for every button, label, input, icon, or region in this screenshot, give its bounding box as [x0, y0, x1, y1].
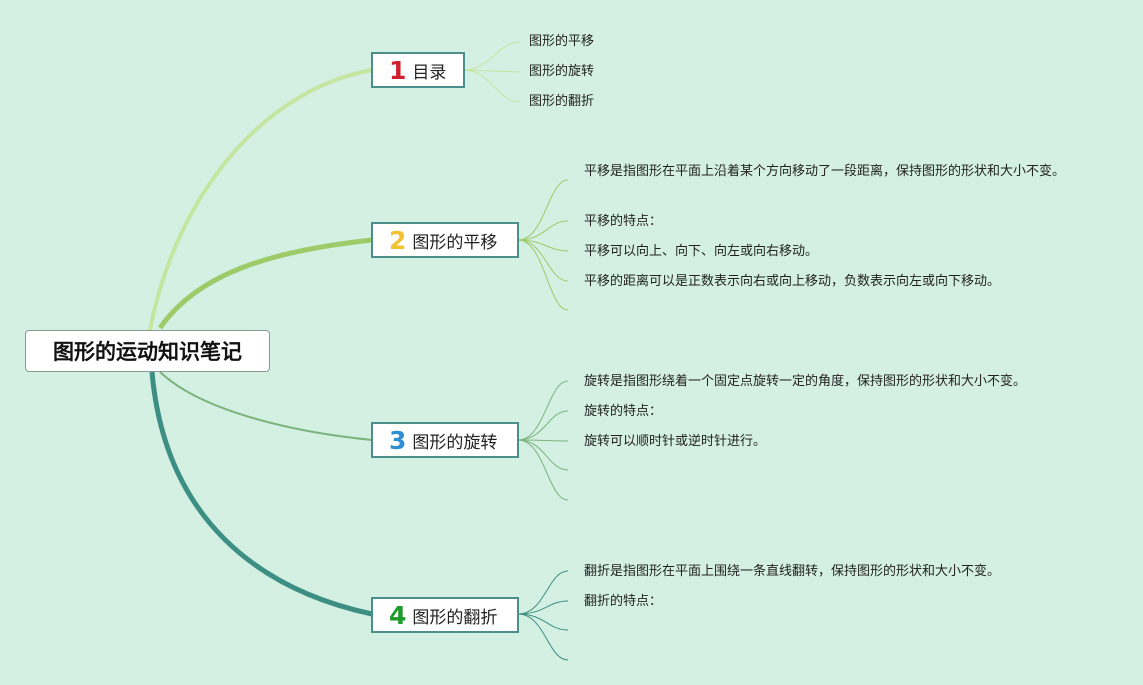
- leaf-4-1[interactable]: 翻折是指图形在平面上围绕一条直线翻转，保持图形的形状和大小不变。: [584, 564, 1001, 579]
- leaf-2-2[interactable]: 平移的特点：: [584, 214, 663, 229]
- leaf-links-branch-3: [517, 380, 569, 501]
- link-root-branch-3: [159, 371, 373, 441]
- link-root-branch-1: [148, 68, 373, 331]
- leaf-3-1[interactable]: 旋转是指图形绕着一个固定点旋转一定的角度，保持图形的形状和大小不变。: [584, 374, 1027, 389]
- branch-node-1[interactable]: 1 目录: [371, 52, 465, 88]
- link-root-branch-2: [157, 237, 373, 330]
- root-topic[interactable]: 图形的运动知识笔记: [25, 330, 270, 372]
- branch-title-1: 目录: [412, 62, 447, 83]
- branch-number-2: 2: [389, 225, 407, 255]
- leaf-links-branch-4: [517, 570, 569, 661]
- leaf-3-3[interactable]: 旋转可以顺时针或逆时针进行。: [584, 434, 767, 449]
- branch-node-3[interactable]: 3 图形的旋转: [371, 422, 519, 458]
- branch-number-1: 1: [389, 55, 407, 85]
- leaf-links-branch-2: [517, 179, 569, 311]
- leaf-3-2[interactable]: 旋转的特点：: [584, 404, 663, 419]
- leaf-2-3[interactable]: 平移可以向上、向下、向左或向右移动。: [584, 244, 819, 259]
- leaf-1-3[interactable]: 图形的翻折: [529, 94, 595, 109]
- leaf-1-1[interactable]: 图形的平移: [529, 34, 595, 49]
- root-title: 图形的运动知识笔记: [53, 340, 242, 364]
- branch-title-2: 图形的平移: [412, 232, 498, 253]
- link-root-branch-4: [149, 371, 373, 617]
- leaf-4-2[interactable]: 翻折的特点：: [584, 594, 663, 609]
- branch-title-4: 图形的翻折: [412, 607, 498, 628]
- branch-number-4: 4: [389, 600, 407, 630]
- branch-number-3: 3: [389, 425, 407, 455]
- branch-node-4[interactable]: 4 图形的翻折: [371, 597, 519, 633]
- branch-node-2[interactable]: 2 图形的平移: [371, 222, 519, 258]
- leaf-1-2[interactable]: 图形的旋转: [529, 64, 595, 79]
- leaf-links-branch-1: [463, 41, 521, 103]
- branch-title-3: 图形的旋转: [412, 432, 498, 453]
- leaf-2-4[interactable]: 平移的距离可以是正数表示向右或向上移动，负数表示向左或向下移动。: [584, 274, 1001, 289]
- leaf-2-1[interactable]: 平移是指图形在平面上沿着某个方向移动了一段距离，保持图形的形状和大小不变。: [584, 164, 1066, 179]
